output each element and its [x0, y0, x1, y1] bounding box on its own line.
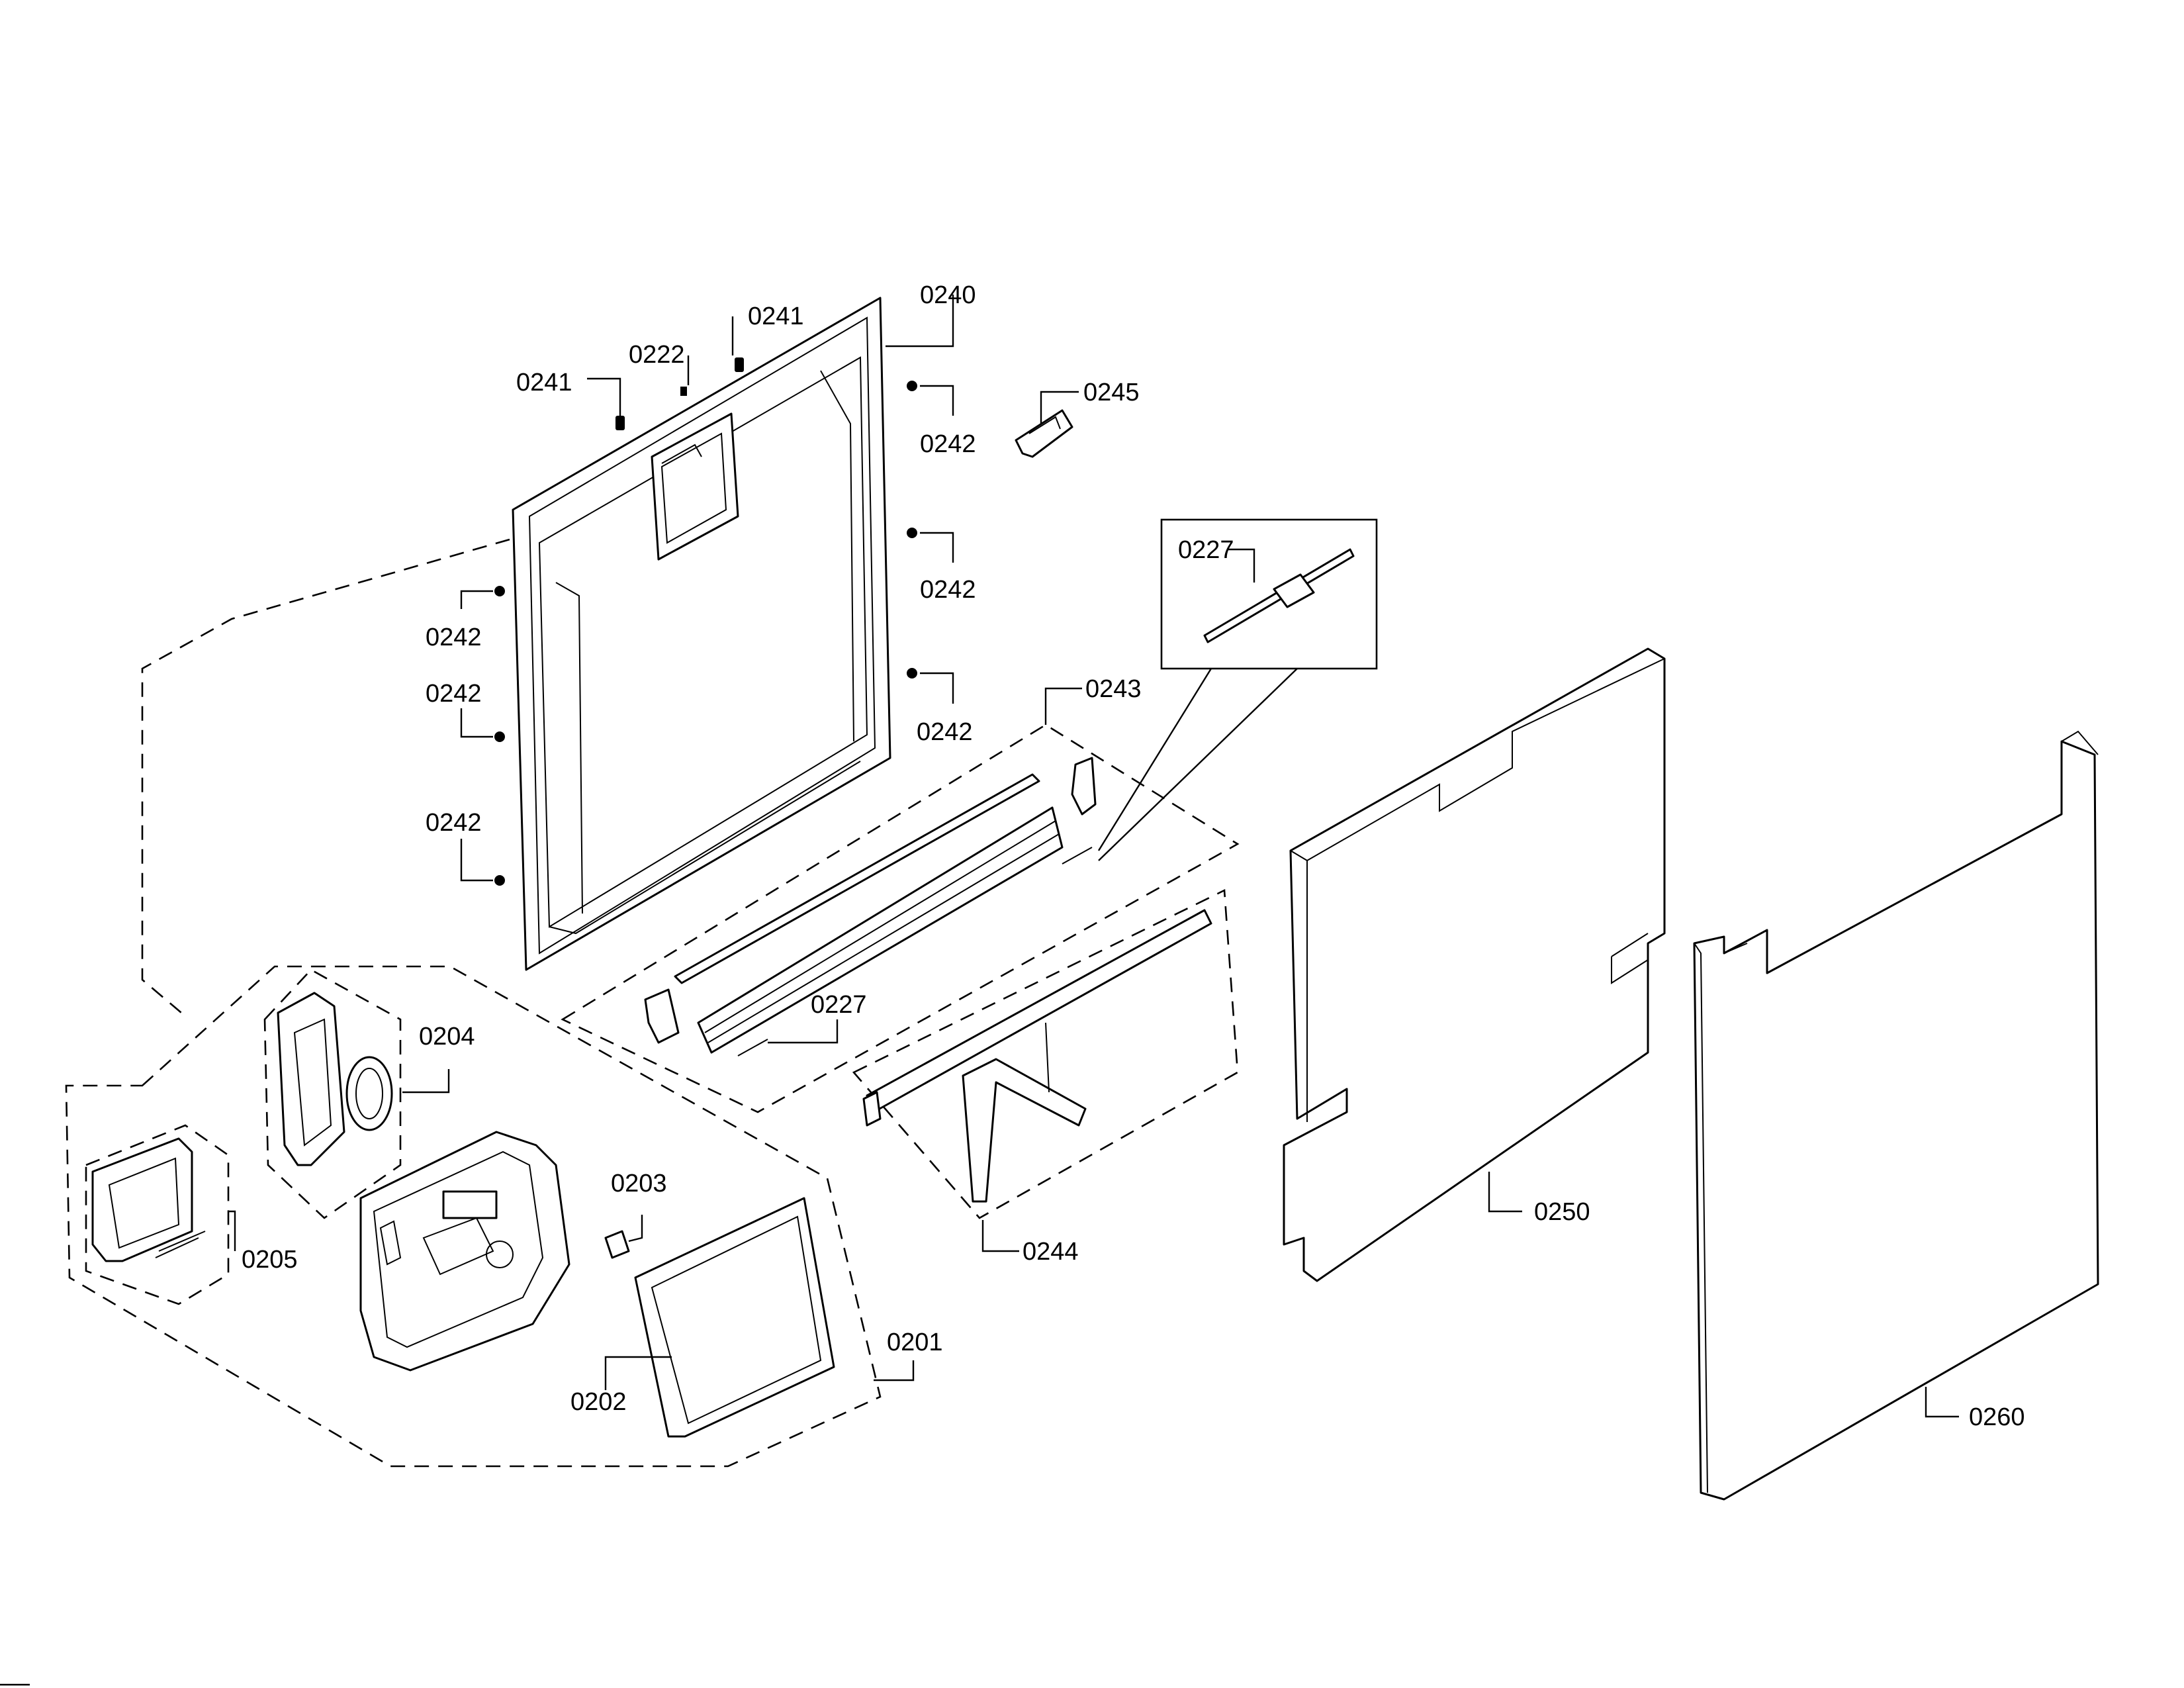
screw-0241-left[interactable] [615, 416, 625, 430]
label-0250[interactable]: 0250 [1534, 1198, 1590, 1226]
label-0203[interactable]: 0203 [611, 1170, 667, 1197]
part-group-0201-control[interactable] [65, 965, 882, 1468]
label-0227[interactable]: 0227 [811, 991, 867, 1019]
screw-0242-l1[interactable] [494, 586, 505, 596]
part-0204-handle[interactable] [277, 992, 393, 1166]
label-0242-left-3[interactable]: 0242 [426, 809, 482, 837]
label-0201[interactable]: 0201 [887, 1329, 943, 1356]
label-0204[interactable]: 0204 [419, 1023, 475, 1051]
label-0222[interactable]: 0222 [629, 341, 685, 369]
label-0243[interactable]: 0243 [1085, 675, 1142, 703]
label-0242-left-2[interactable]: 0242 [426, 680, 482, 708]
detail-box-0227 [1097, 518, 1378, 861]
label-0260[interactable]: 0260 [1969, 1403, 2025, 1431]
screw-0242-r1[interactable] [907, 381, 917, 391]
label-0241-left[interactable]: 0241 [516, 369, 572, 397]
label-0242-left-1[interactable]: 0242 [426, 624, 482, 651]
screw-0241-top[interactable] [735, 357, 744, 372]
screws [494, 357, 917, 886]
part-0240-inner-door[interactable] [512, 297, 891, 971]
screw-0242-r3[interactable] [907, 668, 917, 679]
label-0241-top[interactable]: 0241 [748, 303, 804, 330]
part-0250-insulation[interactable] [1283, 647, 1666, 1282]
screw-0242-l3[interactable] [494, 875, 505, 886]
part-group-0243-rails[interactable] [561, 724, 1240, 1113]
assembly-outline [141, 538, 510, 1017]
part-labels: 0240 0241 0241 0222 0245 0242 0242 0242 … [242, 281, 2025, 1431]
screw-0242-r2[interactable] [907, 528, 917, 538]
part-0260-outer-panel[interactable] [1693, 730, 2099, 1501]
part-group-0244-rail[interactable] [852, 888, 1239, 1219]
label-0242-right-2[interactable]: 0242 [920, 576, 976, 604]
screw-0242-l2[interactable] [494, 731, 505, 742]
label-0240[interactable]: 0240 [920, 281, 976, 309]
label-0245[interactable]: 0245 [1083, 379, 1140, 406]
label-0242-right-3[interactable]: 0242 [917, 718, 973, 746]
label-0242-right-1[interactable]: 0242 [920, 430, 976, 458]
leader-lines [228, 295, 1959, 1418]
part-0245-bracket[interactable] [1015, 409, 1073, 458]
label-0202[interactable]: 0202 [570, 1388, 627, 1416]
part-0205-panel[interactable] [91, 1137, 206, 1262]
label-0205[interactable]: 0205 [242, 1246, 298, 1274]
label-0227-detail[interactable]: 0227 [1178, 536, 1234, 564]
part-0203-clip[interactable] [604, 1230, 630, 1259]
label-0244[interactable]: 0244 [1023, 1238, 1079, 1266]
clip-0222[interactable] [680, 387, 687, 396]
part-0201-module[interactable] [359, 1131, 570, 1372]
part-0202-frame[interactable] [634, 1197, 835, 1438]
